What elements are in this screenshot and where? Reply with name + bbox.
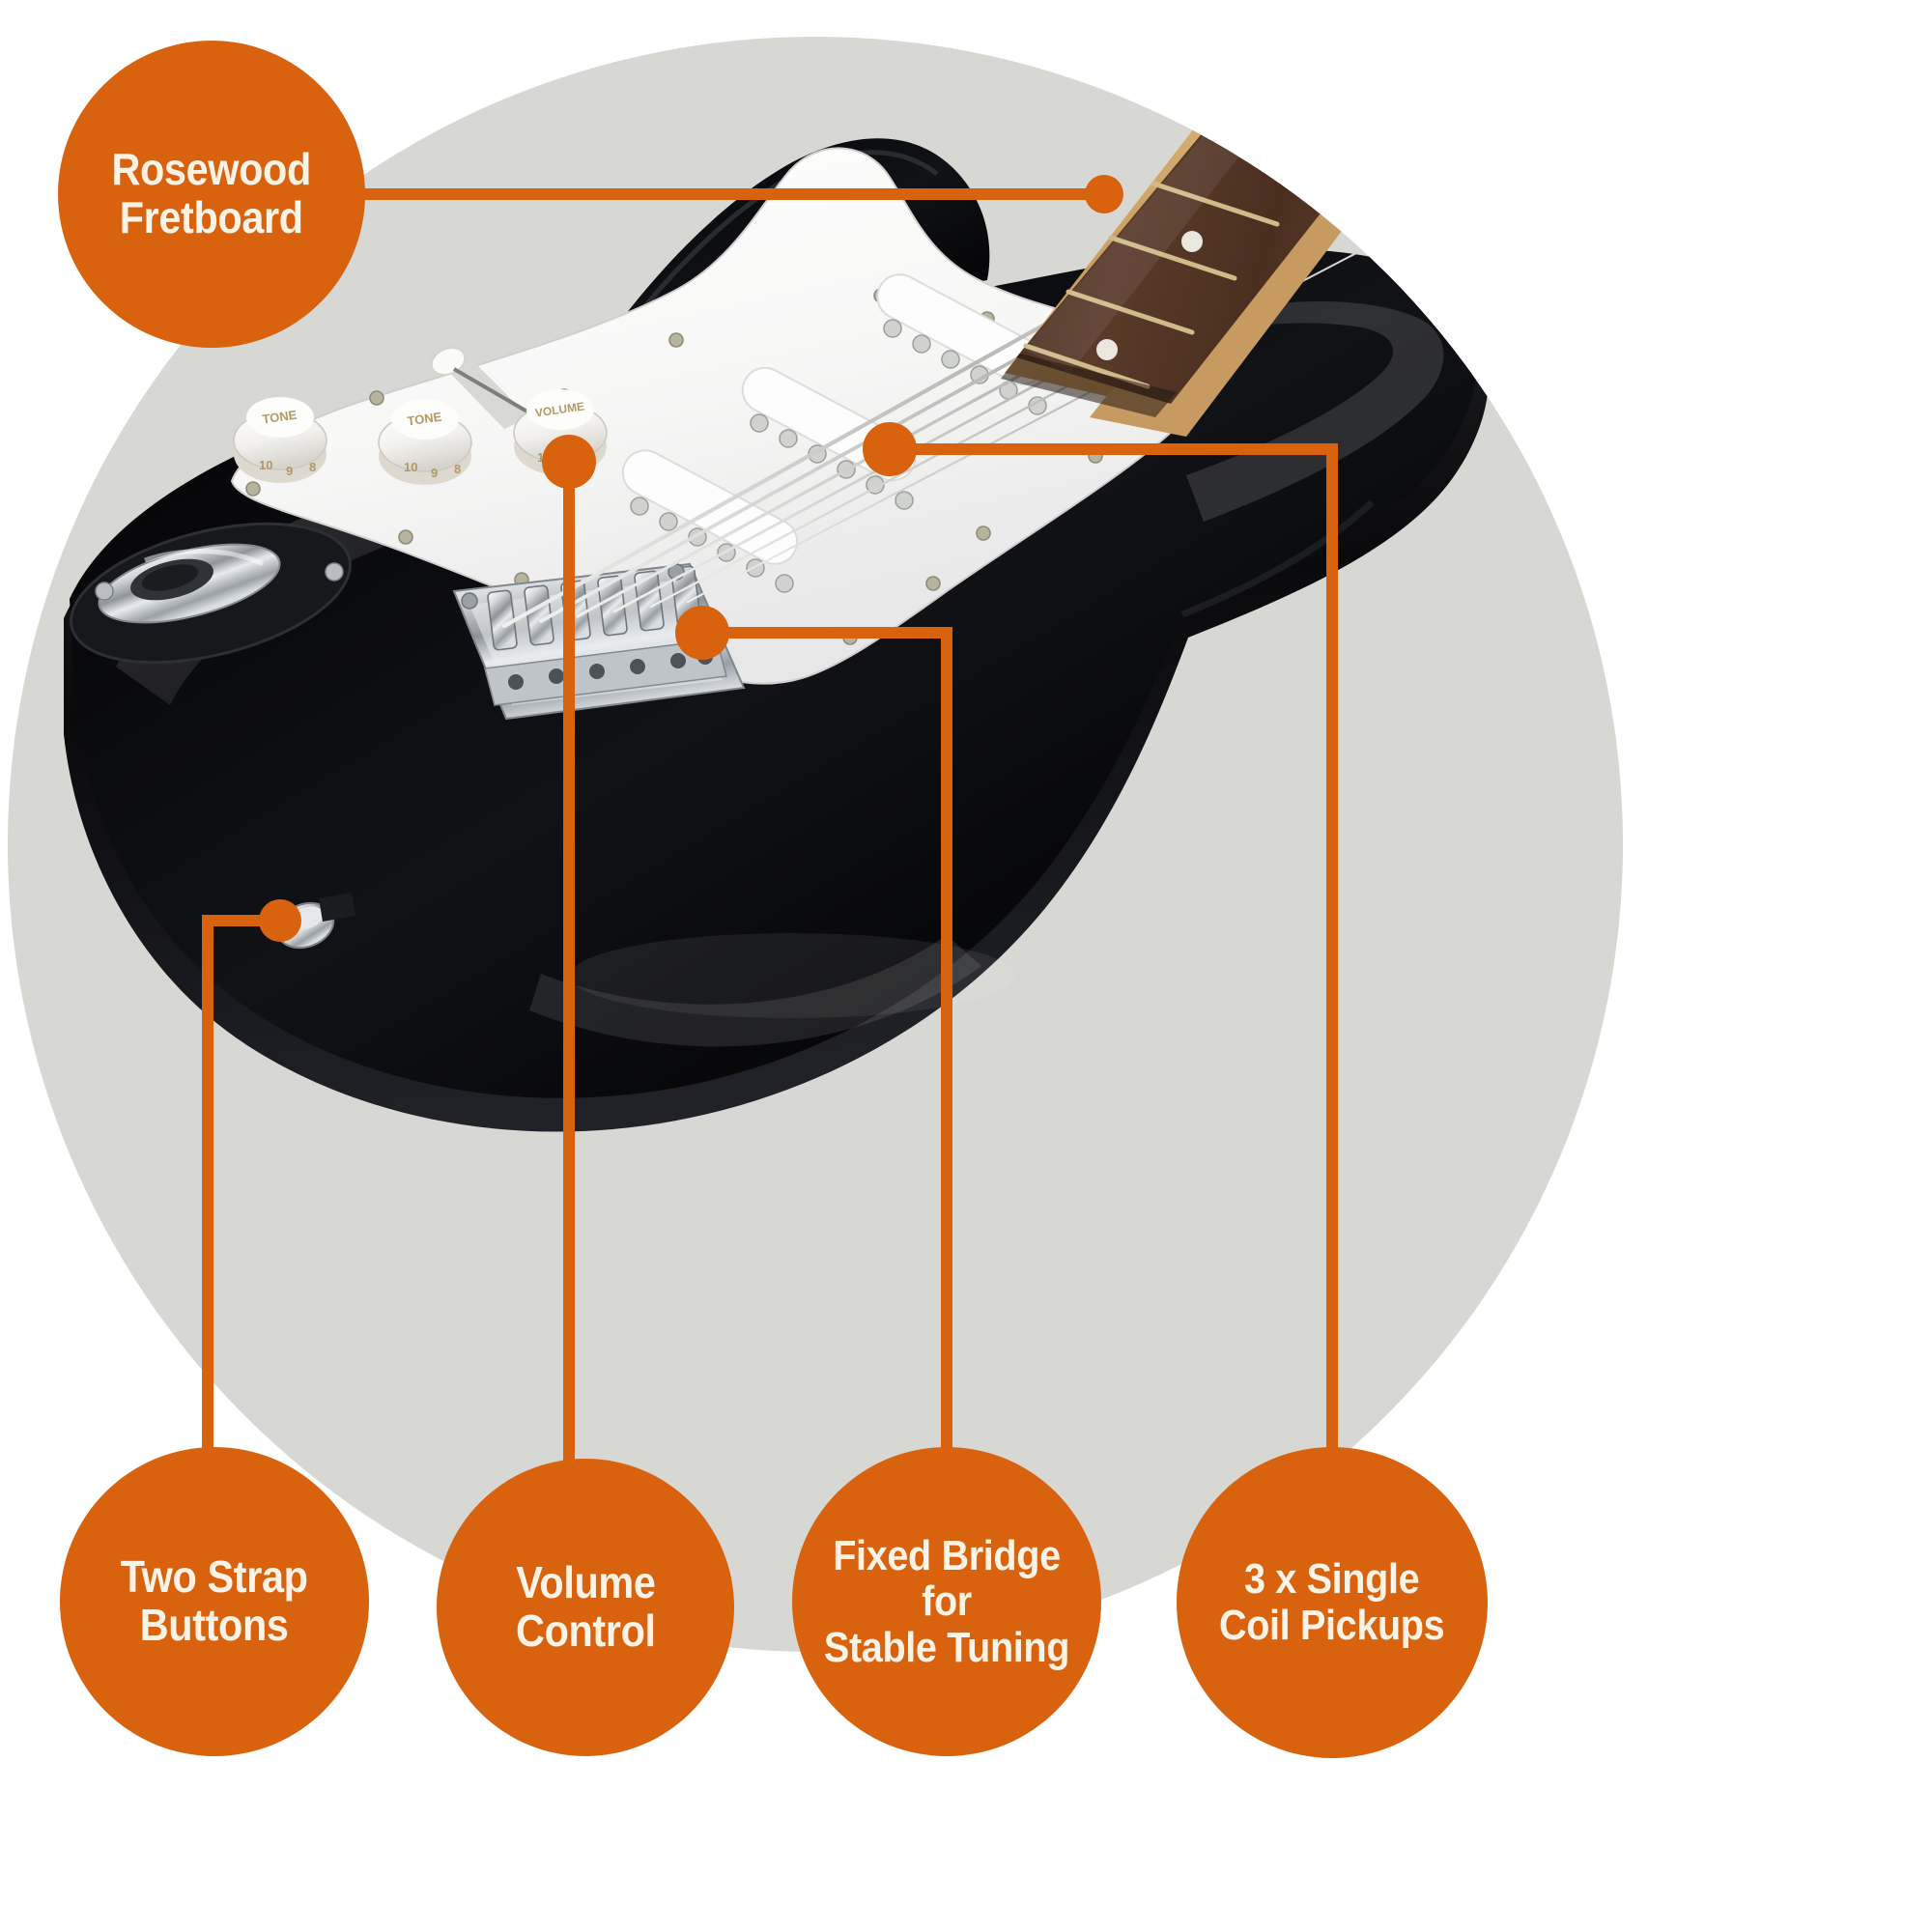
callout-badge-fixed-bridge[interactable]: Fixed Bridge for Stable Tuning	[792, 1447, 1101, 1756]
svg-text:9: 9	[286, 464, 293, 478]
svg-text:8: 8	[309, 460, 316, 474]
callout-label-rosewood-fretboard: Rosewood Fretboard	[111, 144, 312, 242]
callout-label-volume-control: Volume Control	[515, 1557, 656, 1656]
callout-label-two-strap-buttons: Two Strap Buttons	[121, 1551, 308, 1650]
callout-badge-volume-control[interactable]: Volume Control	[437, 1459, 734, 1756]
svg-text:10: 10	[404, 460, 417, 474]
svg-text:8: 8	[454, 462, 461, 476]
callout-label-fixed-bridge: Fixed Bridge for Stable Tuning	[823, 1531, 1070, 1671]
svg-text:TONE: TONE	[262, 408, 298, 427]
svg-text:10: 10	[259, 458, 272, 472]
callout-badge-rosewood-fretboard[interactable]: Rosewood Fretboard	[58, 41, 365, 348]
svg-text:9: 9	[566, 456, 573, 470]
callout-label-single-coil-pickups: 3 x Single Coil Pickups	[1219, 1555, 1445, 1649]
callout-badge-two-strap-buttons[interactable]: Two Strap Buttons	[60, 1447, 369, 1756]
svg-text:9: 9	[431, 466, 438, 480]
svg-text:10: 10	[537, 450, 551, 465]
svg-text:TONE: TONE	[407, 410, 443, 429]
callout-badge-single-coil-pickups[interactable]: 3 x Single Coil Pickups	[1177, 1447, 1488, 1758]
